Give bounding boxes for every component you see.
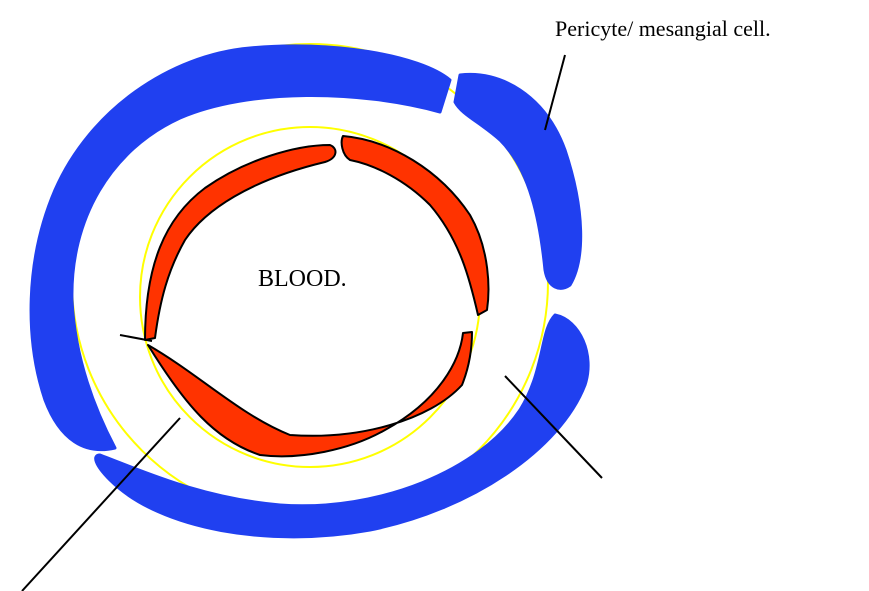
pericyte-segment-lower — [96, 315, 588, 537]
endothelium — [145, 136, 488, 456]
blood-label: BLOOD. — [258, 266, 347, 292]
pericyte-segment-left — [31, 46, 450, 450]
endothelial-cell-lower — [148, 332, 472, 456]
endothelial-cell-upper-left — [145, 145, 335, 340]
pericyte-label: Pericyte/ mesangial cell. — [555, 16, 771, 41]
pericyte-leader-line — [545, 55, 565, 130]
endothelial-cell-upper-right — [342, 136, 489, 315]
